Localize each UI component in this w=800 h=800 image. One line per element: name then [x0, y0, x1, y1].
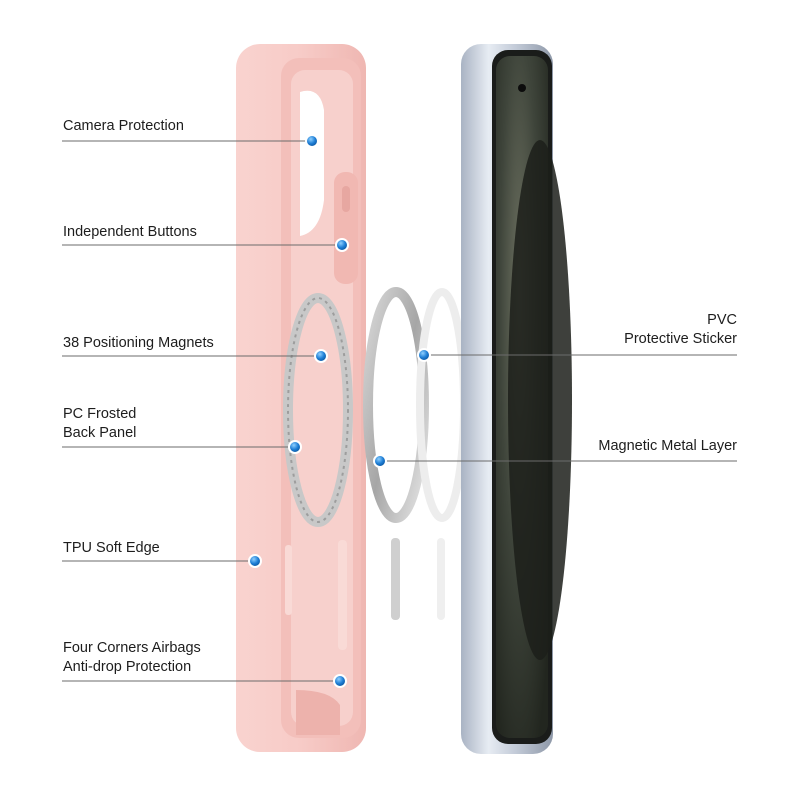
- label-back-panel: PC Frosted Back Panel: [63, 406, 137, 441]
- marker-pvc: [417, 348, 431, 362]
- front-camera-icon: [518, 84, 526, 92]
- label-positioning-magnets: 38 Positioning Magnets: [63, 335, 214, 351]
- label-soft-edge: TPU Soft Edge: [63, 540, 160, 556]
- phone-case: [236, 44, 366, 752]
- marker-metal: [373, 454, 387, 468]
- label-independent-buttons: Independent Buttons: [63, 224, 197, 240]
- label-magnetic-metal-layer: Magnetic Metal Layer: [598, 438, 737, 454]
- label-corner-airbags: Four Corners Airbags Anti-drop Protectio…: [63, 640, 201, 675]
- label-pvc-sticker: PVC Protective Sticker: [624, 312, 737, 347]
- callout-lines: [62, 140, 737, 682]
- phone: [461, 44, 572, 754]
- callout-markers: [248, 134, 431, 688]
- marker-corners: [333, 674, 347, 688]
- label-camera-protection: Camera Protection: [63, 118, 184, 134]
- marker-back-panel: [288, 440, 302, 454]
- button-bumps: [334, 172, 358, 284]
- marker-buttons: [335, 238, 349, 252]
- marker-magnets: [314, 349, 328, 363]
- marker-soft-edge: [248, 554, 262, 568]
- marker-camera: [305, 134, 319, 148]
- pvc-sticker-ring: [416, 288, 468, 620]
- camera-cutout: [300, 90, 324, 236]
